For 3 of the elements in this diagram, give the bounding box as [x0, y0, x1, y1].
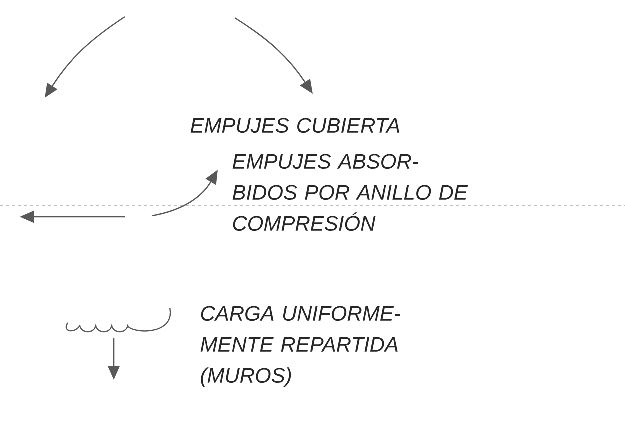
legend-text: CARGA UNIFORME-MENTE REPARTIDA (MUROS)	[200, 306, 400, 388]
legend-text: EMPUJES ABSOR-BIDOS POR ANILLO DE COMPRESIÓN	[232, 154, 468, 232]
legend-text: EMPUJES CUBIERTA	[190, 118, 400, 134]
